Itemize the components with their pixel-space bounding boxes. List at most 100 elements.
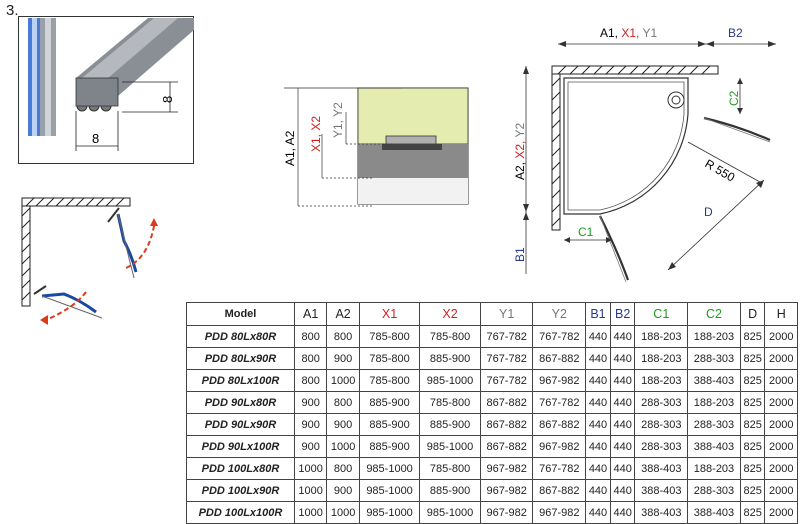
table-header-row: Model A1 A2 X1 X2 Y1 Y2 B1 B2 C1 C2 D H	[186, 302, 798, 326]
cell-b2: 440	[609, 435, 636, 458]
cell-d: 825	[739, 413, 766, 436]
cell-model: PDD 100Lx100R	[186, 501, 295, 524]
door-right-plan	[703, 116, 771, 142]
cell-x2: 785-800	[419, 325, 481, 348]
top-x-label: X1,	[621, 26, 639, 40]
svg-text:A2, X2, Y2: A2, X2, Y2	[513, 122, 527, 180]
left-x-label: X2,	[513, 141, 527, 159]
cell-b1: 440	[585, 325, 611, 348]
cell-h: 2000	[764, 457, 798, 480]
cell-y2: 767-782	[532, 457, 587, 480]
cell-b2: 440	[609, 347, 636, 370]
plan-diagram: A1, X1, Y1 B2 A2, X2, Y2 B1 C1 C2 R 550 …	[513, 26, 776, 283]
cell-a1: 800	[293, 369, 328, 392]
cell-b2: 440	[609, 479, 636, 502]
cell-y2: 867-882	[532, 479, 587, 502]
cell-y2: 967-982	[532, 369, 587, 392]
cross-section-diagram: A1, A2 X1, X2 Y1, Y2	[283, 87, 469, 207]
mid-a-label: A1, A2	[283, 130, 297, 166]
cell-a2: 800	[326, 457, 360, 480]
cell-y1: 767-782	[479, 325, 534, 348]
cell-model: PDD 90Lx100R	[186, 435, 295, 458]
cell-model: PDD 100Lx80R	[186, 457, 295, 480]
door-left-plan	[599, 215, 630, 281]
cell-y2: 967-982	[532, 501, 587, 524]
cell-b1: 440	[585, 391, 611, 414]
header-y2: Y2	[532, 302, 587, 326]
cell-a1: 800	[293, 325, 328, 348]
cell-c2: 388-403	[687, 435, 741, 458]
c1-label: C1	[578, 225, 594, 239]
cell-a1: 900	[293, 435, 328, 458]
header-c2: C2	[687, 302, 741, 326]
shower-tray	[563, 77, 689, 215]
header-b2: B2	[609, 302, 636, 326]
cell-y1: 767-782	[479, 347, 534, 370]
cell-c1: 188-203	[634, 347, 689, 370]
header-b1: B1	[585, 302, 611, 326]
cell-c1: 188-203	[634, 325, 689, 348]
top-y-label: Y1	[643, 26, 658, 40]
header-a1: A1	[293, 302, 328, 326]
cell-b2: 440	[609, 391, 636, 414]
cell-x1: 785-800	[358, 325, 421, 348]
cell-h: 2000	[764, 391, 798, 414]
cell-h: 2000	[764, 435, 798, 458]
cell-x1: 885-900	[358, 391, 421, 414]
cell-model: PDD 80Lx80R	[186, 325, 295, 348]
cell-b1: 440	[585, 501, 611, 524]
cell-b1: 440	[585, 435, 611, 458]
cell-c2: 288-303	[687, 479, 741, 502]
left-a-label: A2,	[513, 162, 527, 180]
mid-x-label: X1, X2	[309, 116, 323, 152]
cell-c2: 188-203	[687, 457, 741, 480]
cell-a2: 900	[326, 479, 360, 502]
cell-d: 825	[739, 435, 766, 458]
b1-label: B1	[513, 247, 527, 262]
cell-h: 2000	[764, 325, 798, 348]
header-h: H	[764, 302, 798, 326]
step-number: 3.	[6, 2, 19, 19]
cell-y1: 867-882	[479, 435, 534, 458]
d-label: D	[704, 205, 713, 219]
cell-y1: 967-982	[479, 501, 534, 524]
cell-c1: 288-303	[634, 413, 689, 436]
cell-b1: 440	[585, 413, 611, 436]
header-y1: Y1	[479, 302, 534, 326]
cell-c1: 188-203	[634, 369, 689, 392]
cell-y2: 867-882	[532, 413, 587, 436]
cell-model: PDD 90Lx90R	[186, 413, 295, 436]
cell-b1: 440	[585, 347, 611, 370]
header-d: D	[739, 302, 766, 326]
cell-x2: 985-1000	[419, 501, 481, 524]
cell-x2: 985-1000	[419, 435, 481, 458]
cell-c2: 288-303	[687, 347, 741, 370]
cell-h: 2000	[764, 501, 798, 524]
cell-model: PDD 90Lx80R	[186, 391, 295, 414]
cell-x1: 785-800	[358, 347, 421, 370]
cell-b2: 440	[609, 501, 636, 524]
cell-b2: 440	[609, 457, 636, 480]
cell-a2: 800	[326, 391, 360, 414]
cell-d: 825	[739, 347, 766, 370]
cell-y1: 967-982	[479, 479, 534, 502]
cell-x2: 785-800	[419, 457, 481, 480]
cell-model: PDD 100Lx90R	[186, 479, 295, 502]
header-x2: X2	[419, 302, 481, 326]
cell-y1: 967-982	[479, 457, 534, 480]
cell-x1: 785-800	[358, 369, 421, 392]
cell-a2: 1000	[326, 369, 360, 392]
cell-d: 825	[739, 501, 766, 524]
spec-table: Model A1 A2 X1 X2 Y1 Y2 B1 B2 C1 C2 D H …	[186, 302, 798, 524]
cell-c1: 288-303	[634, 435, 689, 458]
cell-a2: 900	[326, 347, 360, 370]
cell-c1: 388-403	[634, 479, 689, 502]
cell-a1: 900	[293, 391, 328, 414]
profile-width-label: 8	[92, 131, 99, 146]
cell-model: PDD 80Lx90R	[186, 347, 295, 370]
cell-a1: 1000	[293, 479, 328, 502]
